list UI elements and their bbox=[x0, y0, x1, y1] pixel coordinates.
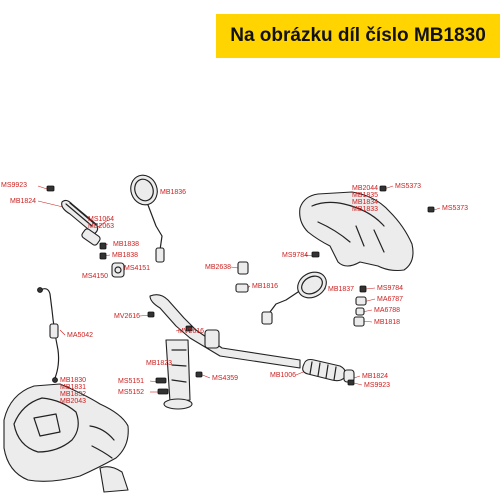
label-mb1831: MB1831 bbox=[60, 384, 86, 391]
label-ms4151: MS4151 bbox=[124, 265, 150, 272]
label-mb1816: MB1816 bbox=[252, 283, 278, 290]
label-ms5373-b: MS5373 bbox=[442, 205, 468, 212]
label-ms4359: MS4359 bbox=[212, 375, 238, 382]
label-mb1832: MB1832 bbox=[60, 391, 86, 398]
label-mb2044: MB2044 bbox=[352, 185, 378, 192]
label-ms9784-a: MS9784 bbox=[282, 252, 308, 259]
label-ms9784-b: MS9784 bbox=[377, 285, 403, 292]
label-mv2616-b: MV2616 bbox=[178, 328, 204, 335]
label-mb1830: MB1830 bbox=[60, 377, 86, 384]
label-mb1835: MB1835 bbox=[352, 192, 378, 199]
right-hardware bbox=[235, 251, 367, 327]
label-ms9923-top: MS9923 bbox=[1, 182, 27, 189]
label-mb1837: MB1837 bbox=[328, 286, 354, 293]
label-ms4150: MS4150 bbox=[82, 273, 108, 280]
label-mb2063: MB2063 bbox=[88, 223, 114, 230]
left-mirror bbox=[130, 174, 165, 263]
label-ms1064: MS1064 bbox=[88, 216, 114, 223]
label-ms5152: MS5152 bbox=[118, 389, 144, 396]
title-banner: Na obrázku díl číslo MB1830 bbox=[216, 14, 500, 58]
right-mirror bbox=[261, 271, 327, 325]
part-labels: MS9923 MB1824 MB1836 MS1064 MB2063 MB183… bbox=[1, 182, 468, 405]
label-mb1834: MB1834 bbox=[352, 199, 378, 206]
label-ms5373-a: MS5373 bbox=[395, 183, 421, 190]
label-mb1833: MB1833 bbox=[352, 206, 378, 213]
label-mb1824-right: MB1824 bbox=[362, 373, 388, 380]
label-mv2616-a: MV2616 bbox=[114, 313, 140, 320]
label-ms5151: MS5151 bbox=[118, 378, 144, 385]
handlebar bbox=[147, 294, 301, 410]
label-mb1838-b: MB1838 bbox=[112, 252, 138, 259]
page-title: Na obrázku díl číslo MB1830 bbox=[230, 25, 486, 46]
left-grip bbox=[46, 185, 125, 278]
label-mb1836: MB1836 bbox=[160, 189, 186, 196]
label-ma6788: MA6788 bbox=[374, 307, 400, 314]
label-mb1838-a: MB1838 bbox=[113, 241, 139, 248]
label-ma5042: MA5042 bbox=[67, 332, 93, 339]
front-cover bbox=[3, 383, 129, 493]
right-grip bbox=[302, 358, 355, 386]
label-ms9923-bottom: MS9923 bbox=[364, 382, 390, 389]
label-ma6787: MA6787 bbox=[377, 296, 403, 303]
label-mb1006: MB1006 bbox=[270, 372, 296, 379]
label-mb1823: MB1823 bbox=[146, 360, 172, 367]
upper-handlebar-cover bbox=[299, 185, 435, 272]
throttle-cable bbox=[37, 287, 60, 383]
label-mb2043: MB2043 bbox=[60, 398, 86, 405]
label-mb2638: MB2638 bbox=[205, 264, 231, 271]
label-mb1818: MB1818 bbox=[374, 319, 400, 326]
label-mb1824-left: MB1824 bbox=[10, 198, 36, 205]
